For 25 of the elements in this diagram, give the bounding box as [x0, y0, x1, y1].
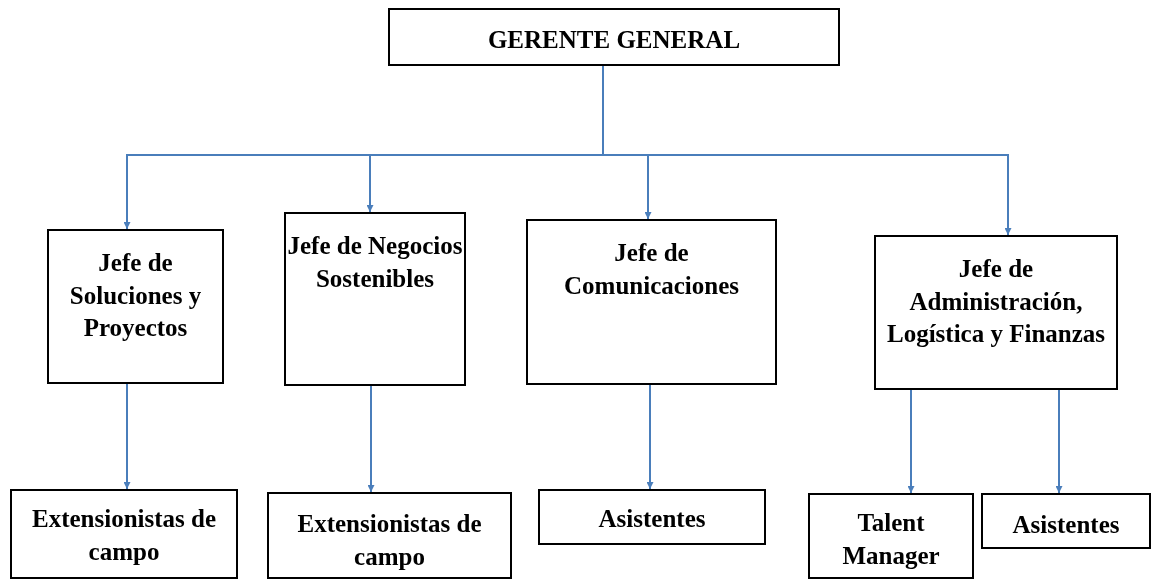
org-box	[808, 493, 974, 579]
org-box	[874, 235, 1118, 390]
position-title: GERENTE GENERAL	[486, 25, 742, 55]
org-box	[47, 229, 224, 384]
connector-arrow	[907, 389, 915, 494]
org-box	[538, 489, 766, 545]
org-box	[10, 489, 238, 579]
position-title: Extensionistas de campo	[296, 509, 483, 572]
connector-arrow	[123, 383, 131, 490]
position-title: Jefe de Administración, Logística y Finanzas	[885, 254, 1107, 349]
position-title: Extensionistas de campo	[30, 504, 218, 567]
connector-arrow	[367, 385, 375, 493]
org-box	[981, 493, 1151, 549]
org-box	[526, 219, 777, 385]
org-box	[267, 492, 512, 579]
position-title: Talent Manager	[841, 508, 941, 571]
position-title: Asistentes	[597, 504, 707, 534]
connector-arrow	[646, 384, 654, 490]
connector-arrow	[1055, 389, 1063, 494]
position-title: Jefe de Soluciones y Proyectos	[68, 248, 203, 343]
org-box	[284, 212, 466, 386]
org-box	[388, 8, 840, 66]
position-title: Jefe de Comunicaciones	[563, 238, 740, 301]
position-title: Asistentes	[1011, 510, 1121, 540]
position-title: Jefe de Negocios Sostenibles	[286, 231, 464, 294]
